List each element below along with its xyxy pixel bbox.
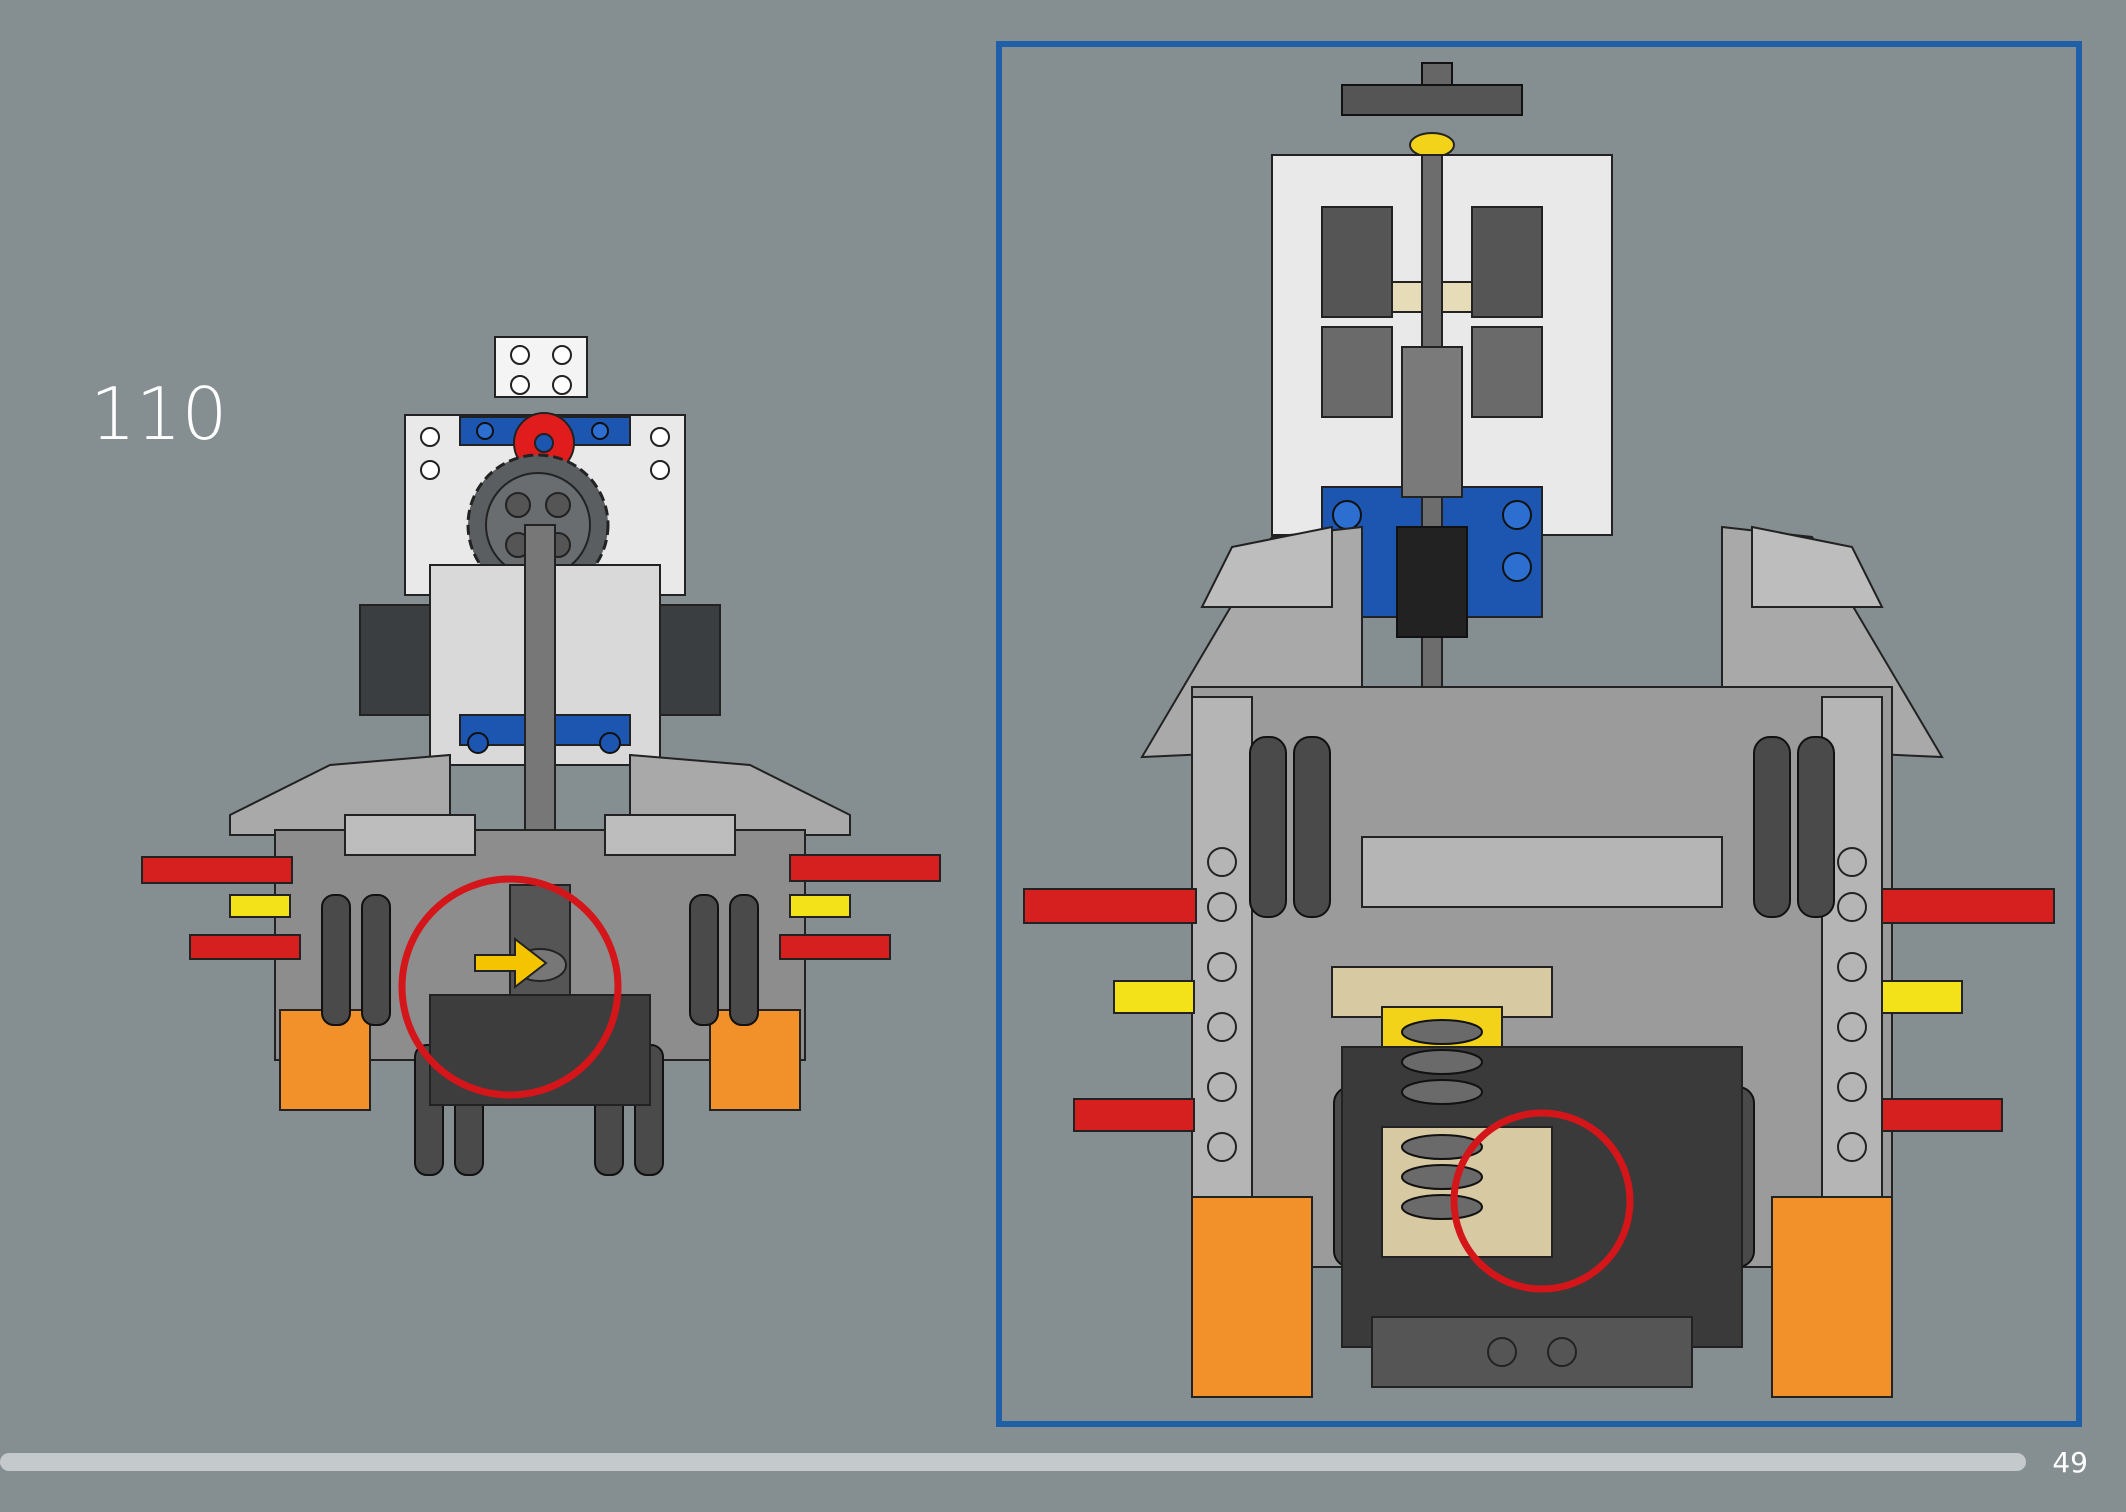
step-number: 110: [90, 372, 228, 456]
yellow-arrow-icon: [474, 936, 548, 990]
red-circle-callout-icon: [1450, 1109, 1634, 1293]
page-number: 49: [2052, 1446, 2088, 1479]
page-progress-bar: [0, 1453, 2026, 1471]
main-build-illustration: [130, 325, 950, 1195]
detail-view-frame: [996, 41, 2082, 1427]
red-circle-callout-icon: [398, 875, 622, 1099]
